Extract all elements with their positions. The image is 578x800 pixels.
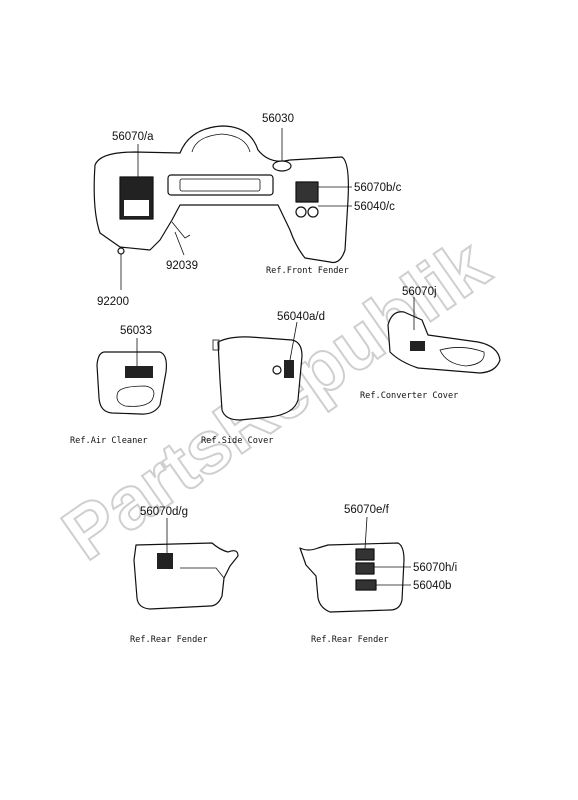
side-cover-knob <box>272 365 282 375</box>
label-56040c: 56040/c <box>354 201 395 213</box>
side-cover-tab <box>212 339 220 351</box>
rear-fender-right-assembly: 56070e/f 56070h/i 56040b Ref.Rear Fender <box>299 504 457 645</box>
label-56070a: 56070/a <box>112 131 154 143</box>
air-cleaner-decal <box>125 366 153 378</box>
front-fender-assembly: 56070/a 56030 56070b/c 56040/c 92039 922… <box>93 113 402 308</box>
ref-side-cover: Ref.Side Cover <box>201 436 273 446</box>
front-center-housing <box>167 174 274 196</box>
label-56040b: 56040b <box>413 580 451 592</box>
decal-56040b <box>355 579 377 591</box>
label-56030: 56030 <box>262 113 294 125</box>
label-92200: 92200 <box>97 296 129 308</box>
decal-56070hi <box>355 562 375 575</box>
front-cap-56030 <box>272 160 292 172</box>
label-56033: 56033 <box>120 325 152 337</box>
ref-converter-cover: Ref.Converter Cover <box>360 391 458 401</box>
ref-front-fender: Ref.Front Fender <box>266 266 349 276</box>
bracket-92039 <box>171 221 191 239</box>
label-56070ef: 56070e/f <box>344 504 390 516</box>
label-92039: 92039 <box>166 260 198 272</box>
front-rack-handle <box>191 133 251 153</box>
front-decal-left-inner <box>124 200 149 216</box>
air-cleaner-opening <box>116 385 155 407</box>
converter-cover-assembly: 56070j Ref.Converter Cover <box>360 286 501 401</box>
air-cleaner-cover <box>96 351 167 415</box>
converter-cover-body <box>387 311 501 374</box>
front-knob-2 <box>307 206 319 218</box>
label-56040ad: 56040a/d <box>277 311 325 323</box>
converter-cover-window <box>439 347 485 367</box>
ref-rear-fender-left: Ref.Rear Fender <box>130 635 208 645</box>
front-center-lens <box>179 178 261 192</box>
front-knob-1 <box>295 206 307 218</box>
front-decal-right <box>295 181 319 203</box>
rear-fender-left-step <box>180 567 225 579</box>
rear-fender-left-assembly: 56070d/g Ref.Rear Fender <box>130 506 239 645</box>
screw-92200 <box>117 247 125 255</box>
rear-fender-left-decal <box>157 553 173 569</box>
label-56070hi: 56070h/i <box>413 562 457 574</box>
side-cover-assembly: 56040a/d Ref.Side Cover <box>201 311 325 446</box>
converter-cover-decal <box>410 341 425 351</box>
label-56070dg: 56070d/g <box>140 506 188 518</box>
decal-56070ef <box>355 548 375 561</box>
air-cleaner-assembly: 56033 Ref.Air Cleaner <box>70 325 167 446</box>
ref-air-cleaner: Ref.Air Cleaner <box>70 436 148 446</box>
rear-fender-right-panel <box>299 542 405 613</box>
label-56070bc: 56070b/c <box>354 182 402 194</box>
side-cover-decal <box>284 360 294 378</box>
ref-rear-fender-right: Ref.Rear Fender <box>311 635 389 645</box>
side-cover-panel <box>217 336 303 421</box>
label-56070j: 56070j <box>402 286 437 298</box>
